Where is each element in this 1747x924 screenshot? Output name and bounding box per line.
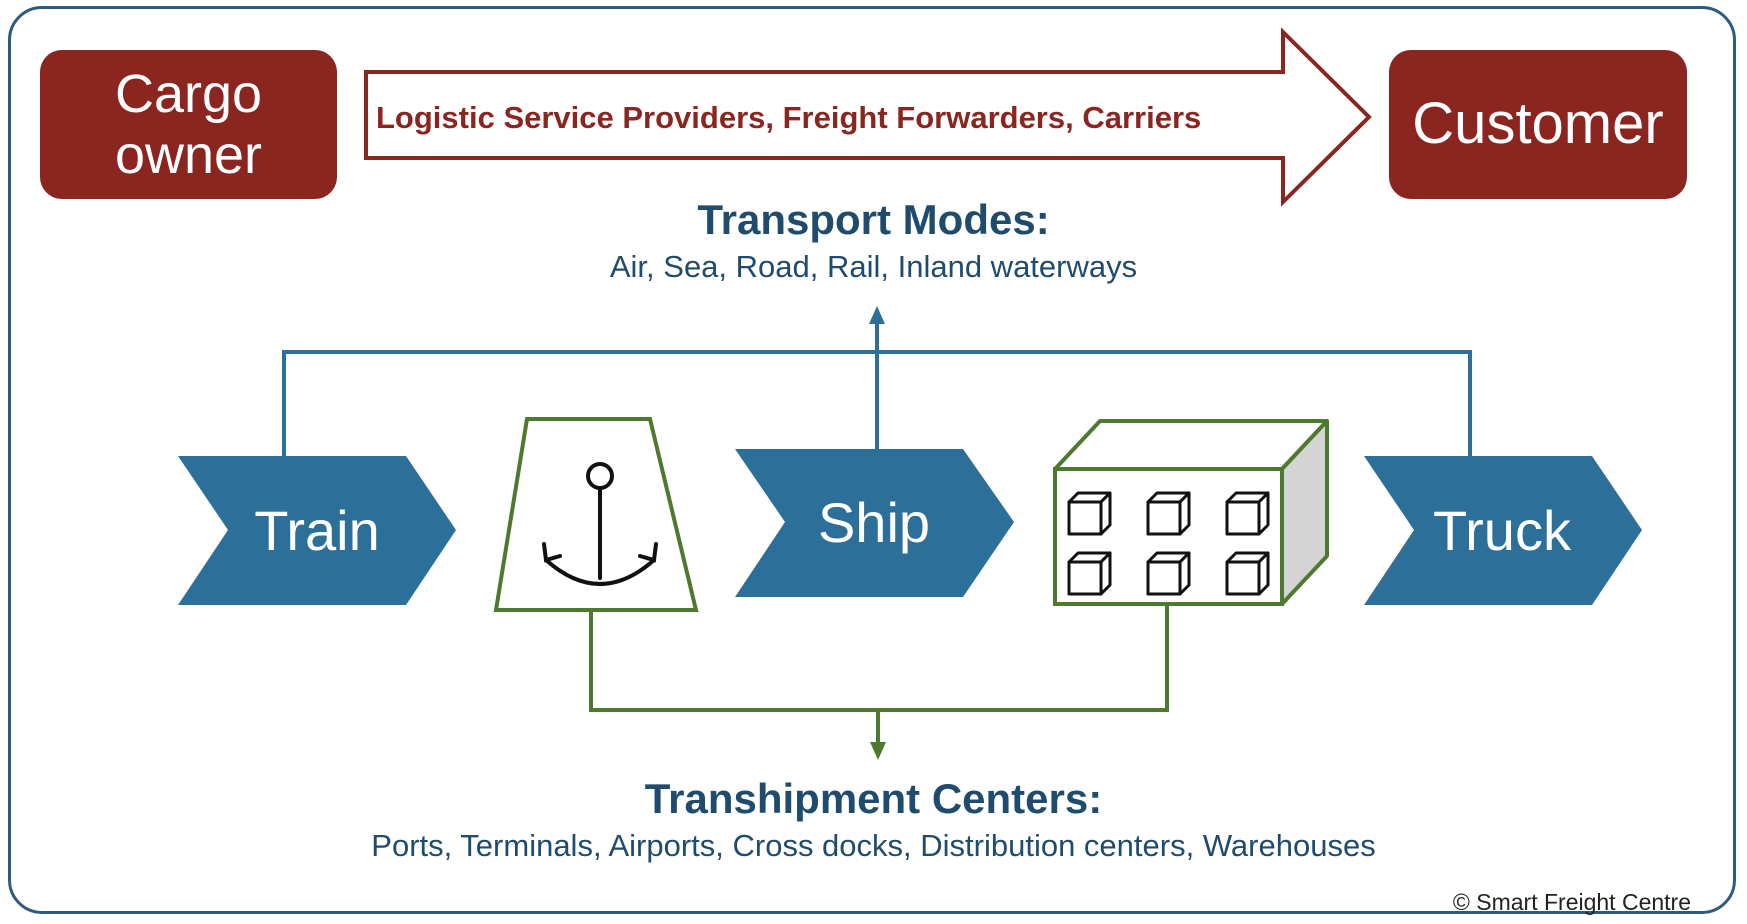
chevron-ship-label: Ship [818,491,930,554]
flow-arrow [364,27,1372,207]
transport-connector [282,322,1472,458]
chevron-truck-label: Truck [1433,499,1572,562]
box-cube-icon [1067,491,1112,536]
transhipment-centers-title: Transhipment Centers: [644,775,1103,822]
port-hub [493,417,699,612]
customer-box: Customer [1389,50,1687,199]
box-cube-icon [1225,491,1270,536]
chevron-truck: Truck [1364,456,1642,605]
transhipment-down-arrowhead [870,742,886,760]
transhipment-connector [589,600,1169,742]
transport-modes-title: Transport Modes: [697,196,1050,243]
flow-arrow-label: Logistic Service Providers, Freight Forw… [376,100,1202,135]
chevron-train-label: Train [254,499,380,562]
transhipment-centers-list: Ports, Terminals, Airports, Cross docks,… [371,828,1376,863]
copyright-notice: © Smart Freight Centre [1452,889,1691,915]
box-cube-icon [1067,551,1112,596]
customer-label: Customer [1412,91,1664,157]
diagram-frame [8,6,1736,914]
box-cube-icon [1146,491,1191,536]
warehouse-hub [1053,419,1329,606]
cargo-owner-label: Cargo owner [114,64,263,185]
transport-modes-list: Air, Sea, Road, Rail, Inland waterways [609,249,1138,284]
chevron-ship: Ship [735,449,1014,597]
transport-up-arrowhead [869,306,885,324]
chevron-train: Train [178,456,456,605]
box-cube-icon [1225,551,1270,596]
anchor-icon [542,462,658,586]
box-cube-icon [1146,551,1191,596]
warehouse-boxes-icon [1067,491,1270,596]
cargo-owner-box: Cargo owner [40,50,337,199]
